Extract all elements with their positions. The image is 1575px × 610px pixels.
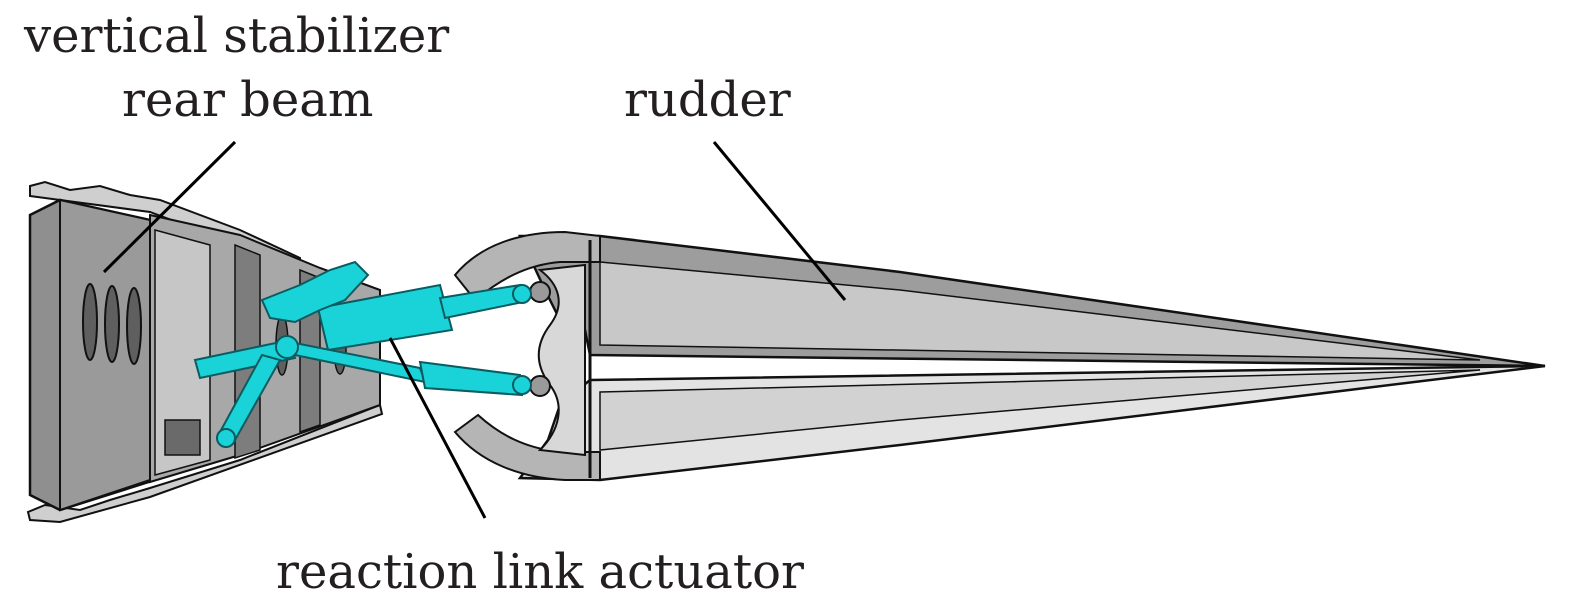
actuator-pivot (275, 335, 299, 359)
beam-top-flange (29, 180, 301, 270)
label-rudder: rudder (624, 72, 791, 128)
label-reaction-link-actuator: reaction link actuator (276, 544, 804, 600)
actuator-lever (193, 338, 297, 380)
rudder-hinge-plate (537, 263, 586, 457)
rudder-lower-inner (599, 369, 1481, 451)
label-rear-beam: rear beam (122, 72, 374, 128)
beam-inner-shadow (154, 229, 211, 476)
hinge-pin (529, 281, 551, 303)
beam-bottom-flange (26, 403, 384, 524)
reaction-link-actuator (193, 260, 532, 448)
leader-line-stabilizer (102, 140, 237, 274)
rudder-leading-edge-upper (453, 230, 601, 302)
leader-line-actuator (388, 337, 487, 519)
lightening-hole (104, 285, 120, 363)
actuator-fittings (260, 260, 370, 324)
actuator-pivot (216, 428, 236, 448)
lightening-hole (82, 283, 98, 361)
actuator-end-fitting (512, 284, 532, 304)
reaction-link-rod (418, 360, 524, 397)
rudder-upper-inner (599, 261, 1481, 361)
rudder-assembly (453, 230, 1546, 482)
label-vertical-stabilizer: vertical stabilizer (24, 8, 450, 64)
beam-cutout (164, 419, 201, 456)
rudder-leading-edge-lower (453, 413, 601, 481)
lightening-hole (126, 287, 142, 365)
hinge-pin (529, 375, 551, 397)
leader-line-rudder (712, 141, 847, 301)
actuator-cylinder (316, 283, 454, 352)
actuator-end-fitting (512, 375, 532, 395)
